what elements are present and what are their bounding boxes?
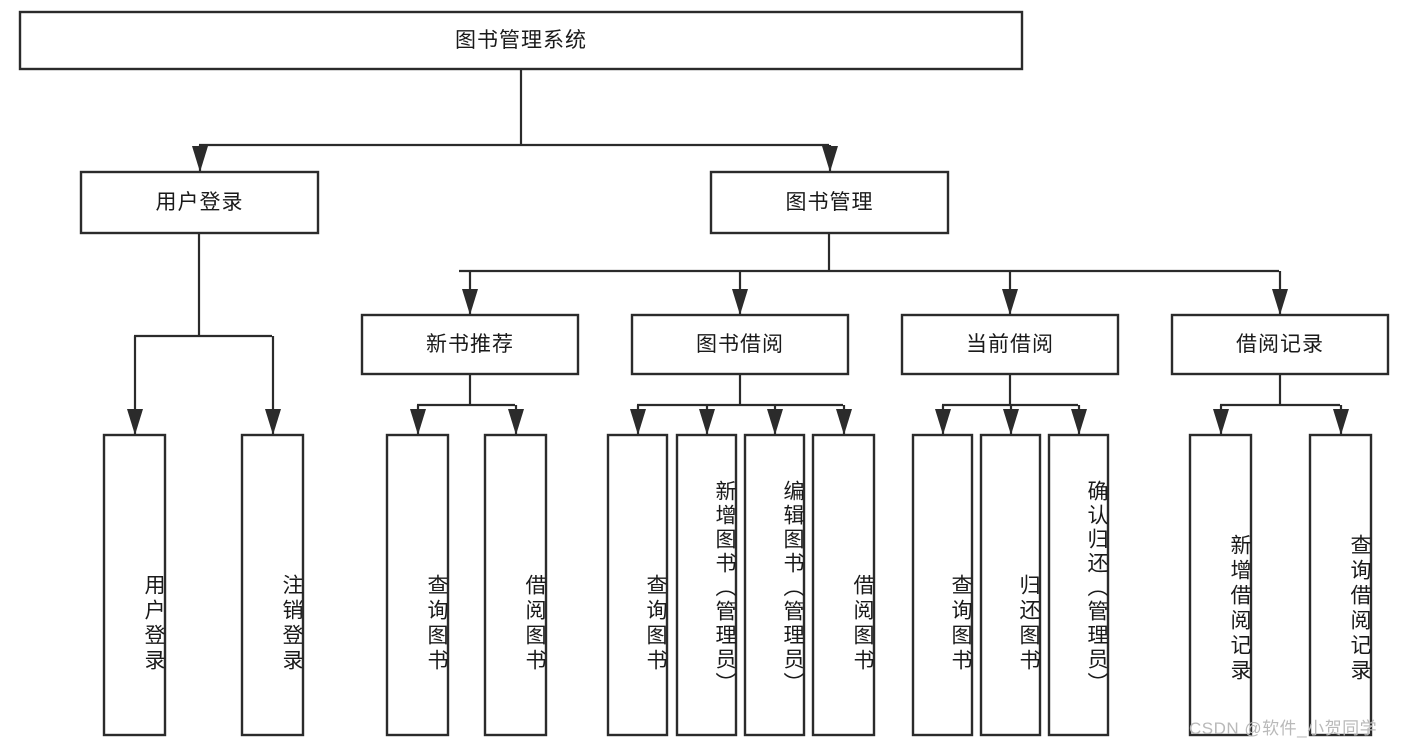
connector-current-borrow-to-leaves [942,374,1078,407]
connector-new-book-rec-to-leaves [417,374,515,407]
node-box-leaf-query-book-3[interactable] [911,433,974,737]
node-box-leaf-return-book[interactable] [979,433,1042,737]
connector-book-mgmt-to-level3 [459,233,1279,273]
edge-l2_book_mgmt-to-l3_new_book_rec [462,271,478,315]
node-box-l2-book-mgmt[interactable] [709,170,950,235]
node-box-l2-user-login[interactable] [79,170,320,235]
edge-l3_borrow_record-to-leaf_query_record [1333,405,1349,435]
edge-l3_new_book_rec-to-leaf_query_book_1 [410,405,426,435]
connector-layer [127,69,1349,435]
edge-l3_book_borrow-to-leaf_edit_book [767,405,783,435]
edge-root-to-l2_user_login [192,145,208,172]
node-box-leaf-add-book[interactable] [675,433,738,737]
connector-user-login-to-leaves [134,233,272,338]
node-box-l3-borrow-record[interactable] [1170,313,1390,376]
edge-l2_book_mgmt-to-l3_borrow_record [1272,271,1288,315]
node-box-leaf-query-book-2[interactable] [606,433,669,737]
edge-l2_user_login-to-leaf_user_login [127,336,143,435]
node-box-leaf-borrow-book-2[interactable] [811,433,876,737]
edge-root-to-l2_book_mgmt [822,145,838,172]
node-box-root[interactable] [18,10,1024,71]
node-box-l3-new-book-rec[interactable] [360,313,580,376]
node-box-leaf-edit-book[interactable] [743,433,806,737]
edge-l3_current_borrow-to-leaf_confirm_return [1071,405,1087,435]
node-box-leaf-add-record[interactable] [1188,433,1253,737]
edge-l3_new_book_rec-to-leaf_borrow_book_1 [508,405,524,435]
node-box-leaf-user-login[interactable] [102,433,167,737]
connector-root-to-level2 [199,69,829,147]
connector-book-borrow-to-leaves [637,374,843,407]
node-box-leaf-confirm-return[interactable] [1047,433,1110,737]
edge-l2_book_mgmt-to-l3_book_borrow [732,271,748,315]
edge-l3_book_borrow-to-leaf_add_book [699,405,715,435]
edge-l3_current_borrow-to-leaf_query_book_3 [935,405,951,435]
connector-borrow-record-to-leaves [1220,374,1340,407]
node-box-l3-book-borrow[interactable] [630,313,850,376]
node-box-leaf-borrow-book-1[interactable] [483,433,548,737]
node-box-leaf-query-record[interactable] [1308,433,1373,737]
node-box-l3-current-borrow[interactable] [900,313,1120,376]
edge-l3_book_borrow-to-leaf_borrow_book_2 [836,405,852,435]
edge-l3_book_borrow-to-leaf_query_book_2 [630,405,646,435]
edge-l2_book_mgmt-to-l3_current_borrow [1002,271,1018,315]
node-box-leaf-logout[interactable] [240,433,305,737]
node-box-leaf-query-book-1[interactable] [385,433,450,737]
node-layer [18,10,1390,737]
edge-l3_borrow_record-to-leaf_add_record [1213,405,1229,435]
edge-l3_current_borrow-to-leaf_return_book [1003,405,1019,435]
edge-l2_user_login-to-leaf_logout [265,336,281,435]
